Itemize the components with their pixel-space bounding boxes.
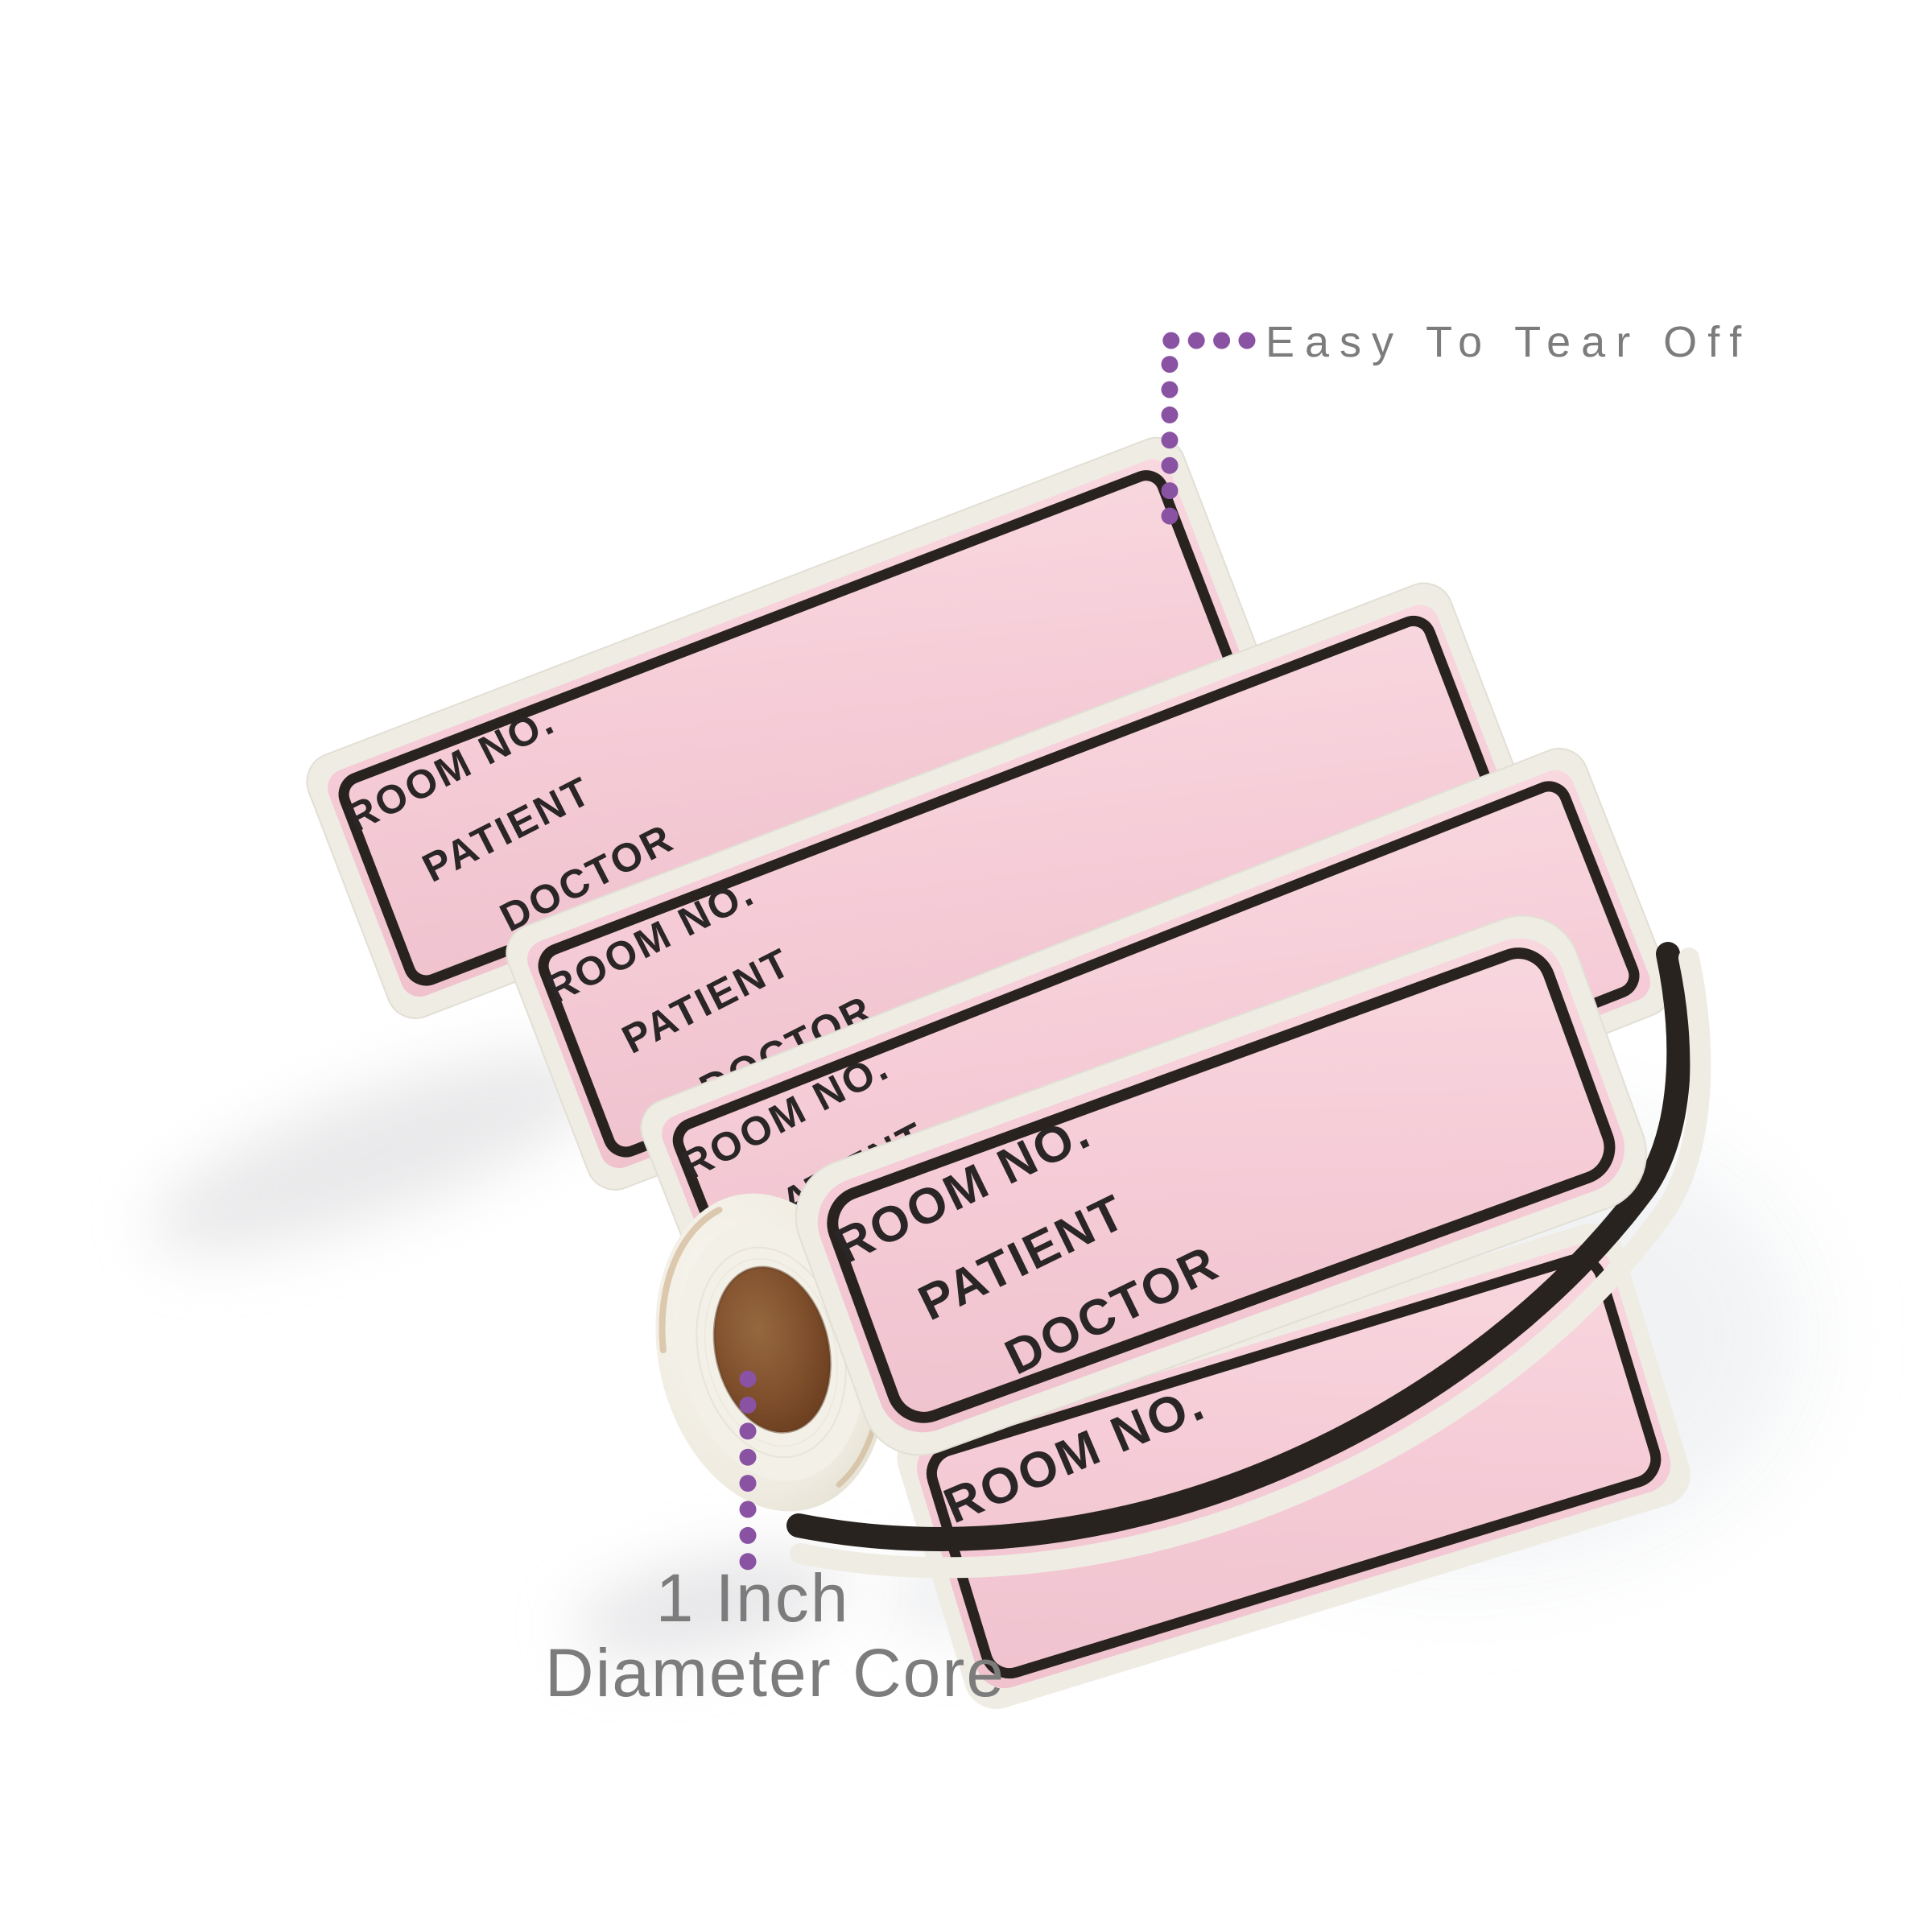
sticker-face — [527, 605, 1513, 1169]
tear-off-dotted-line — [1161, 332, 1256, 530]
sticker-face — [817, 938, 1624, 1433]
cap-edge-streak — [658, 1206, 723, 1354]
cap-shadow — [574, 1554, 843, 1658]
core-annotation-line2: Diameter Core — [545, 1635, 1005, 1711]
easy-tear-annotation: Easy To Tear Off — [1265, 318, 1752, 366]
roll-liner-rim — [790, 947, 1711, 1579]
cardboard-core — [712, 1265, 832, 1434]
sticker-face — [328, 459, 1245, 997]
cap-layer-ring — [704, 1257, 839, 1447]
core-annotation-line1: 1 Inch — [656, 1560, 850, 1636]
label-sticker-1: ROOM NO. PATIENT DOCTOR — [306, 436, 1266, 1019]
label-sticker-4: ROOM NO. PATIENT DOCTOR — [795, 914, 1647, 1456]
sticker-border — [827, 947, 1616, 1423]
roll-bottom-edge — [786, 942, 1691, 1551]
strip-shadow — [150, 1052, 607, 1253]
